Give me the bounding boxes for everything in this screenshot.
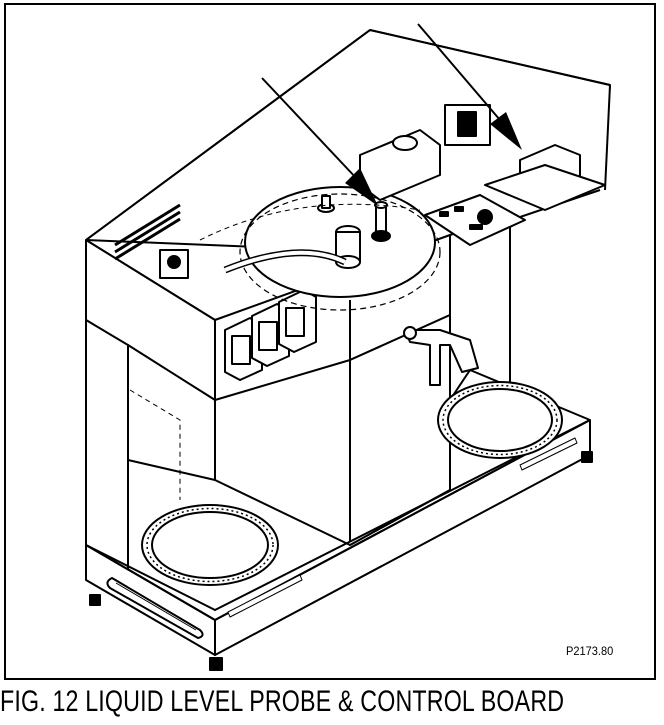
part-number: P2173.80 <box>566 644 614 658</box>
figure-frame <box>4 3 656 680</box>
figure-caption: FIG. 12 LIQUID LEVEL PROBE & CONTROL BOA… <box>0 685 565 718</box>
left-column-front <box>85 319 129 571</box>
pointer-arrow <box>261 77 378 206</box>
pointer-arrow <box>417 23 522 150</box>
faucet <box>404 329 479 386</box>
rocker-switch <box>278 289 317 353</box>
control-board <box>424 194 526 246</box>
